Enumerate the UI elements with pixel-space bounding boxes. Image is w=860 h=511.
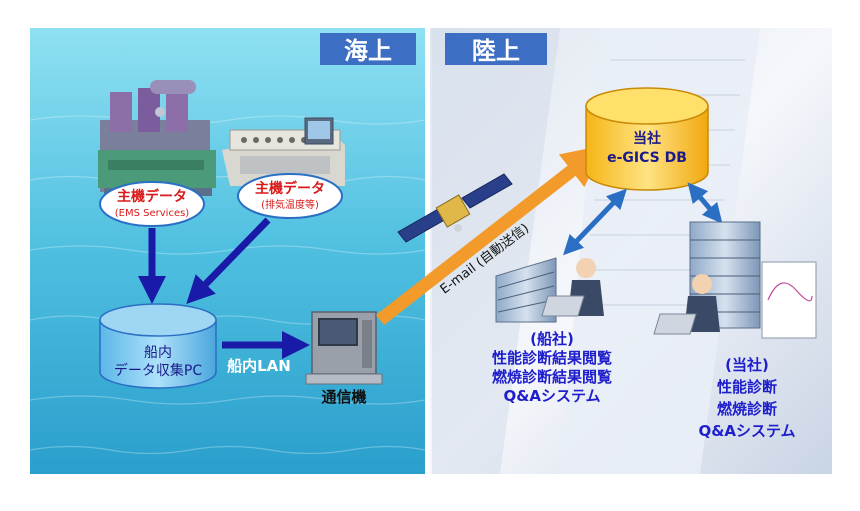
control-console-illustration <box>222 117 345 186</box>
sea-title: 海上 <box>344 37 392 65</box>
db-company-sync-arrow <box>687 182 723 224</box>
company-db-label-2: e-GICS DB <box>607 150 687 166</box>
main-engine-illustration <box>98 80 216 196</box>
engine-data-label: 主機データ <box>117 188 187 205</box>
sea-title-tag <box>320 33 416 65</box>
db-shipowner-sync-arrow <box>563 188 627 256</box>
ship-pc-label-2: データ収集PC <box>114 362 202 379</box>
shipowner-line-2: 性能診断結果閲覧 <box>492 349 612 367</box>
ship-lan-label: 船内LAN <box>227 357 291 375</box>
engine-data-badge: 主機データ (EMS Services) <box>99 181 205 227</box>
shipowner-features: (船社) 性能診断結果閲覧 燃焼診断結果閲覧 Q&Aシステム <box>492 330 612 405</box>
satellite-icon <box>397 173 513 243</box>
company-office-illustration <box>653 221 817 339</box>
company-db-cylinder: 当社 e-GICS DB <box>585 87 709 191</box>
engine-data-sublabel: (EMS Services) <box>115 208 190 219</box>
communication-terminal-illustration <box>305 311 383 385</box>
comm-terminal-label: 通信機 <box>321 388 366 406</box>
company-features: (当社) 性能診断 燃焼診断 Q&Aシステム <box>699 356 796 440</box>
company-line-1: (当社) <box>725 356 769 374</box>
company-line-4: Q&Aシステム <box>699 422 796 440</box>
shipowner-line-4: Q&Aシステム <box>504 387 601 405</box>
company-line-2: 性能診断 <box>717 378 777 396</box>
exhaust-data-badge: 主機データ (排気温度等) <box>237 173 343 219</box>
ship-pc-label-1: 船内 <box>144 345 172 361</box>
land-title: 陸上 <box>472 37 520 65</box>
email-transfer-arrow <box>376 145 605 326</box>
shipowner-line-1: (船社) <box>530 330 574 348</box>
shipowner-office-illustration <box>495 257 604 323</box>
exhaust-data-sublabel: (排気温度等) <box>261 198 319 211</box>
company-db-label-1: 当社 <box>633 130 661 147</box>
shipowner-line-3: 燃焼診断結果閲覧 <box>492 368 612 386</box>
ship-data-pc-cylinder: 船内 データ収集PC <box>99 303 217 389</box>
exhaust-data-label: 主機データ <box>255 180 325 197</box>
land-title-tag <box>445 33 547 65</box>
console-to-pc-arrow <box>186 217 271 305</box>
company-line-3: 燃焼診断 <box>717 400 777 418</box>
sea-panel: 海上 <box>29 28 426 474</box>
